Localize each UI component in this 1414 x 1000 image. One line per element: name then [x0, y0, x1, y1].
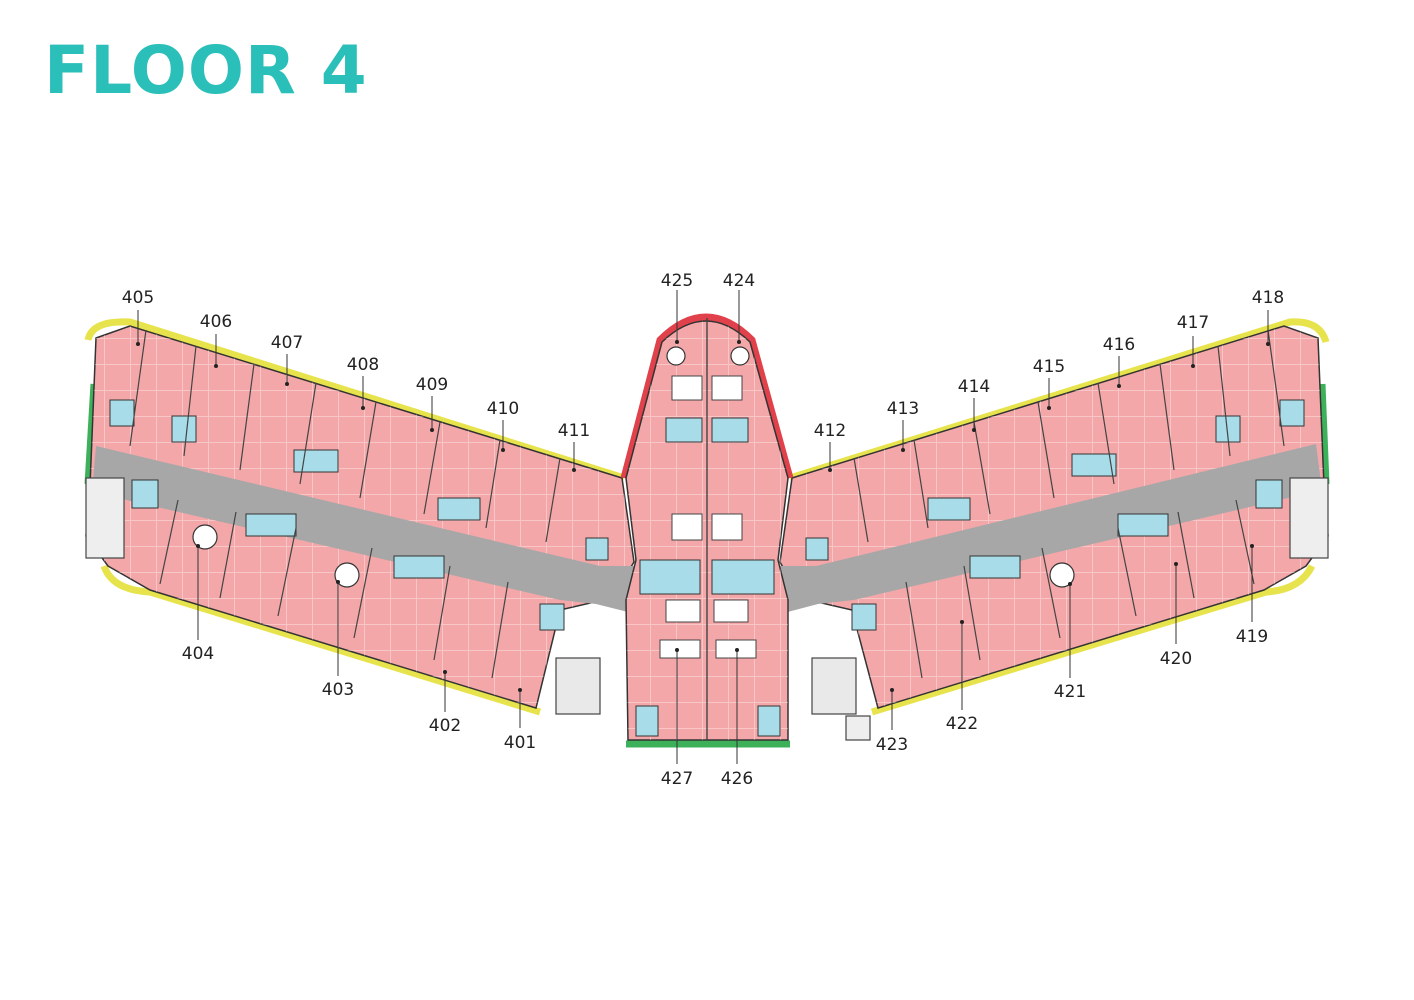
svg-text:423: 423: [876, 735, 908, 755]
left-stair: [555, 657, 601, 715]
svg-text:403: 403: [322, 680, 354, 700]
svg-text:422: 422: [946, 714, 978, 734]
unit-label-425: 425: [661, 271, 693, 344]
svg-text:415: 415: [1033, 357, 1065, 377]
svg-text:411: 411: [558, 421, 590, 441]
left-wing-corridor: [92, 446, 636, 614]
svg-text:402: 402: [429, 716, 461, 736]
unit-labels: 401 402 403 404 405 406 407 408: [122, 271, 1284, 789]
unit-label-402: 402: [429, 670, 461, 736]
svg-text:404: 404: [182, 644, 214, 664]
svg-text:427: 427: [661, 769, 693, 789]
unit-label-408: 408: [347, 355, 379, 410]
center-round-tables: [666, 346, 750, 366]
svg-text:401: 401: [504, 733, 536, 753]
right-wing-balcony-east: [1318, 383, 1330, 485]
unit-label-414: 414: [958, 377, 990, 432]
svg-text:413: 413: [887, 399, 919, 419]
unit-label-423: 423: [876, 688, 908, 755]
left-service-core: [85, 477, 125, 559]
right-wing-corridor: [780, 444, 1322, 614]
svg-text:426: 426: [721, 769, 753, 789]
svg-text:414: 414: [958, 377, 990, 397]
svg-text:407: 407: [271, 333, 303, 353]
svg-text:424: 424: [723, 271, 755, 291]
right-lift: [845, 715, 871, 741]
center-furniture: [659, 375, 757, 659]
unit-label-421: 421: [1054, 582, 1086, 702]
right-wing-balcony-north: [788, 318, 1330, 482]
left-dining-tables: [192, 524, 360, 588]
center-balcony-red: [620, 313, 794, 479]
unit-label-411: 411: [558, 421, 590, 472]
svg-text:416: 416: [1103, 335, 1135, 355]
center-tower: [620, 313, 794, 748]
unit-label-427: 427: [661, 648, 693, 789]
page-title: FLOOR 4: [44, 32, 368, 109]
left-wing-balcony-south: [100, 564, 542, 716]
center-bathrooms: [635, 417, 781, 737]
right-partitions: [853, 329, 1285, 679]
svg-text:425: 425: [661, 271, 693, 291]
unit-label-426: 426: [721, 648, 753, 789]
right-dining-tables: [1049, 562, 1075, 588]
svg-text:417: 417: [1177, 313, 1209, 333]
svg-text:418: 418: [1252, 288, 1284, 308]
unit-label-415: 415: [1033, 357, 1065, 410]
svg-text:406: 406: [200, 312, 232, 332]
unit-label-407: 407: [271, 333, 303, 386]
unit-label-416: 416: [1103, 335, 1135, 388]
unit-label-404: 404: [182, 544, 214, 664]
svg-text:405: 405: [122, 288, 154, 308]
unit-label-403: 403: [322, 580, 354, 700]
unit-label-406: 406: [200, 312, 232, 368]
unit-label-424: 424: [723, 271, 755, 344]
unit-label-412: 412: [814, 421, 846, 472]
unit-label-401: 401: [504, 688, 536, 753]
right-wing-bathrooms: [805, 399, 1305, 631]
svg-text:409: 409: [416, 375, 448, 395]
left-partitions: [129, 329, 561, 679]
left-wing-balcony-north: [84, 318, 626, 482]
svg-text:412: 412: [814, 421, 846, 441]
right-wing: [779, 318, 1330, 741]
unit-label-422: 422: [946, 620, 978, 734]
unit-label-419: 419: [1236, 544, 1268, 647]
right-wing-balcony-south: [870, 564, 1316, 716]
right-stair: [811, 657, 857, 715]
svg-text:419: 419: [1236, 627, 1268, 647]
unit-label-405: 405: [122, 288, 154, 346]
unit-label-409: 409: [416, 375, 448, 432]
svg-text:408: 408: [347, 355, 379, 375]
svg-text:420: 420: [1160, 649, 1192, 669]
svg-text:421: 421: [1054, 682, 1086, 702]
unit-label-410: 410: [487, 399, 519, 452]
unit-label-418: 418: [1252, 288, 1284, 346]
unit-label-420: 420: [1160, 562, 1192, 669]
svg-text:410: 410: [487, 399, 519, 419]
unit-label-417: 417: [1177, 313, 1209, 368]
left-wing: [84, 318, 636, 716]
unit-label-413: 413: [887, 399, 919, 452]
right-service-core: [1289, 477, 1329, 559]
